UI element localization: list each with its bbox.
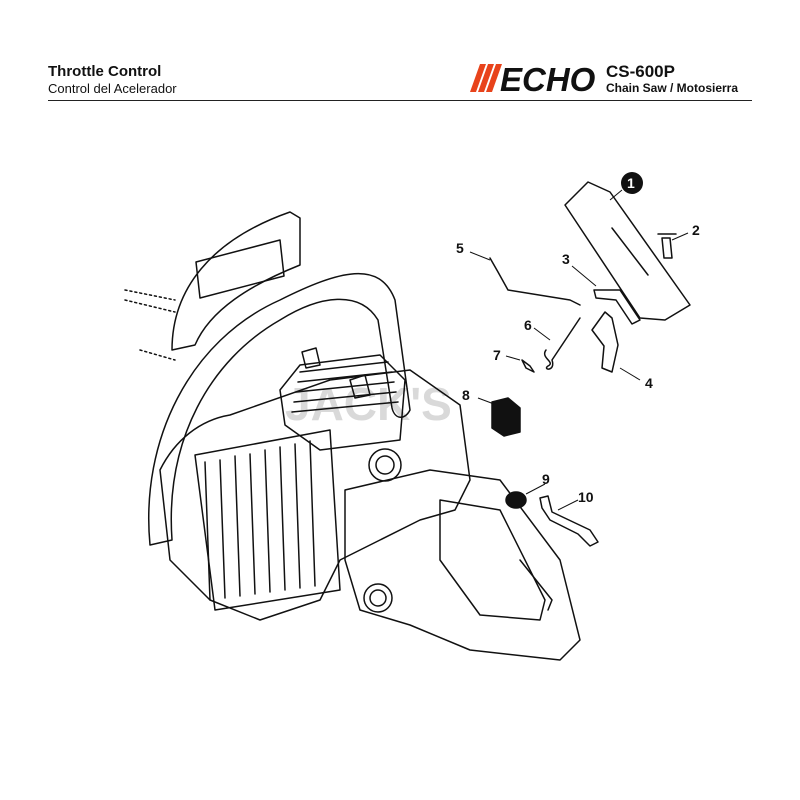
part-9-grommet — [505, 491, 527, 509]
leader-lines — [469, 189, 689, 511]
callout-7: 7 — [493, 347, 501, 363]
callout-4: 4 — [645, 375, 653, 391]
callout-3: 3 — [562, 251, 570, 267]
page-subtitle: Control del Acelerador — [48, 81, 177, 96]
callout-9: 9 — [542, 471, 550, 487]
part-3-lever — [593, 289, 641, 325]
callout-labels: 1 2 3 4 5 6 7 8 9 10 — [456, 172, 700, 505]
part-7-pin — [521, 359, 535, 373]
parts-diagram: JACK'S — [124, 172, 700, 661]
product-name: Chain Saw / Motosierra — [606, 81, 739, 95]
part-4-trigger — [591, 311, 619, 373]
echo-logo: ECHO — [470, 62, 596, 94]
part-1-cover — [564, 181, 691, 321]
part-6-spring — [543, 317, 581, 370]
callout-6: 6 — [524, 317, 532, 333]
callout-1-marker — [621, 172, 643, 194]
callout-8: 8 — [462, 387, 470, 403]
exploded-parts — [489, 181, 691, 547]
model-number: CS-600P — [606, 62, 675, 81]
callout-10: 10 — [578, 489, 594, 505]
brand-wordmark: ECHO — [500, 62, 596, 94]
part-10-plate — [539, 495, 599, 547]
callout-1: 1 — [627, 175, 635, 191]
callout-5: 5 — [456, 240, 464, 256]
header: Throttle Control Control del Acelerador … — [0, 0, 800, 105]
header-divider — [48, 100, 752, 101]
callout-2: 2 — [692, 222, 700, 238]
part-2-screw — [657, 233, 677, 259]
chainsaw-body — [124, 211, 581, 661]
brand-stripes-icon — [470, 64, 502, 92]
part-5-rod — [489, 257, 581, 306]
page-title: Throttle Control — [48, 63, 162, 80]
part-8-switch — [491, 397, 521, 437]
